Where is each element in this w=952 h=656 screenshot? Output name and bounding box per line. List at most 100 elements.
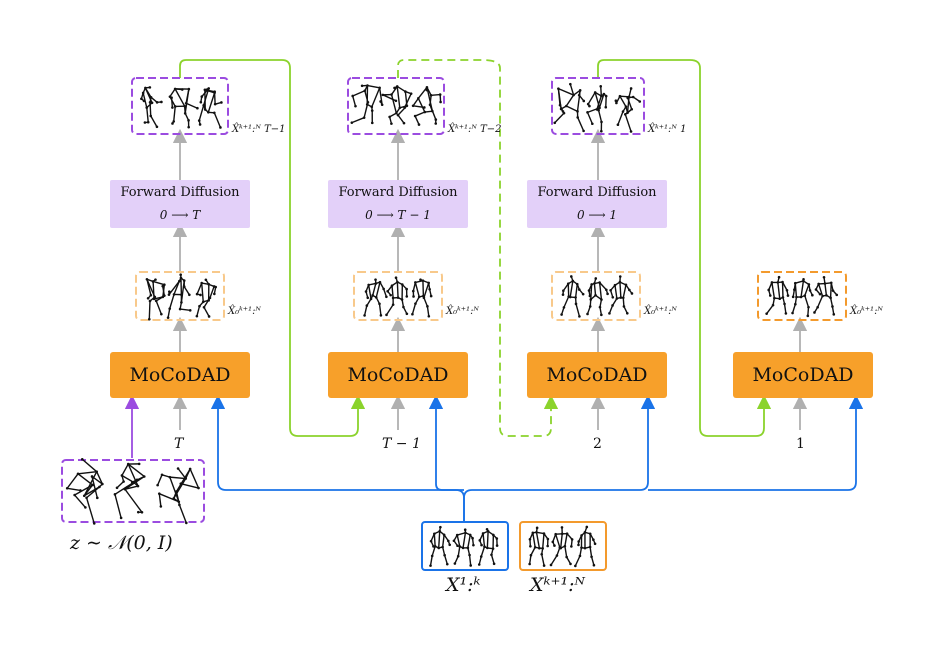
- skeleton-joint: [621, 296, 625, 300]
- skeleton-joint: [480, 543, 483, 547]
- skeleton-joint: [422, 296, 426, 300]
- skeleton-joint: [594, 294, 597, 297]
- skeleton-joint: [363, 89, 367, 93]
- skeleton-joint: [778, 297, 782, 301]
- skeleton-joint: [558, 546, 562, 549]
- blue-connectors: [210, 394, 864, 522]
- skeleton-bone: [478, 556, 482, 565]
- skeleton-bone: [564, 533, 568, 547]
- skeleton-bone: [482, 533, 486, 547]
- skeleton-joint: [391, 296, 395, 300]
- skeleton-joint: [565, 555, 568, 559]
- skeleton-joint: [528, 562, 531, 566]
- forward-diffusion-box-1: Forward Diffusion 0 ⟶ T: [110, 180, 250, 228]
- skeleton-joint: [588, 294, 592, 298]
- skeleton-bone: [795, 280, 804, 284]
- skeleton-bone: [168, 280, 180, 296]
- skeleton-joint: [795, 295, 798, 299]
- skeleton-joint: [187, 119, 190, 122]
- skeleton-bone: [431, 93, 441, 96]
- skeleton-joint: [141, 91, 145, 95]
- skeleton-joint: [616, 123, 620, 127]
- skeleton-joint: [831, 305, 834, 308]
- noisy-label-2: X̂ᵏ⁺¹:ᴺ T−2: [448, 124, 502, 135]
- skeleton-bone: [155, 300, 162, 315]
- skeleton-joint: [567, 295, 570, 298]
- skeleton-joint: [589, 298, 593, 301]
- skeleton-joint: [95, 470, 98, 473]
- skeleton-joint: [590, 283, 593, 286]
- skeleton-joint: [428, 287, 431, 291]
- skeleton-joint: [600, 313, 603, 317]
- skeleton-joint: [438, 529, 442, 533]
- skeleton-joint: [771, 303, 775, 307]
- skeleton-joint: [811, 293, 814, 297]
- skeleton-bone: [363, 305, 368, 316]
- skeleton-joint: [560, 532, 564, 536]
- skeleton-joint: [619, 296, 623, 299]
- skeleton-joint: [591, 122, 594, 126]
- skeleton-bone: [576, 90, 581, 112]
- skeleton-joint: [380, 103, 384, 107]
- skeleton-joint: [626, 111, 629, 115]
- skeleton-joint: [486, 546, 489, 550]
- skeleton-joint: [405, 295, 409, 298]
- skeleton-joint: [587, 289, 591, 292]
- skeleton-joint: [802, 279, 805, 283]
- skeleton-joint: [155, 101, 159, 104]
- skeleton-bone: [594, 92, 601, 109]
- forward-diffusion-box-3: Forward Diffusion 0 ⟶ 1: [527, 180, 667, 228]
- skeleton-joint: [414, 302, 417, 305]
- skeleton-joint: [570, 545, 573, 548]
- skeleton-joint: [171, 106, 174, 109]
- skeleton-bone: [114, 494, 122, 519]
- skeleton-bone: [617, 111, 624, 125]
- skeleton-bone: [831, 306, 835, 315]
- skeleton-joint: [425, 88, 429, 92]
- skeleton-bone: [382, 94, 397, 102]
- skeleton-joint: [439, 100, 442, 104]
- skeleton-bone: [417, 98, 426, 113]
- skeleton-joint: [354, 104, 357, 108]
- skeleton-joint: [175, 490, 178, 493]
- skeleton-joint: [770, 281, 774, 284]
- skeleton-joint: [492, 562, 496, 566]
- skeleton-bone: [209, 286, 215, 299]
- skeleton-joint: [145, 277, 149, 281]
- skeleton-joint: [630, 292, 634, 295]
- skeleton-joint: [154, 299, 158, 303]
- skeleton-joint: [829, 281, 833, 285]
- skeleton-joint: [615, 101, 618, 105]
- green-connectors: [179, 59, 772, 437]
- skeleton-joint: [529, 544, 532, 548]
- skeleton-joint: [478, 539, 482, 542]
- skeleton-bone: [149, 102, 152, 116]
- skeleton-bone: [177, 468, 187, 479]
- skeleton-joint: [369, 297, 373, 301]
- skeleton-joint: [582, 129, 585, 133]
- skeleton-joint: [578, 315, 581, 318]
- skeleton-bone: [807, 307, 810, 316]
- skeleton-joint: [187, 87, 191, 91]
- skeleton-joint: [575, 282, 579, 286]
- skeleton-joint: [495, 544, 499, 547]
- skeleton-joint: [429, 564, 432, 567]
- skeleton-joint: [204, 278, 208, 282]
- skeleton-bone: [414, 115, 420, 125]
- skeleton-joint: [631, 95, 635, 99]
- skeleton-bone: [159, 493, 180, 503]
- skeleton-figures: [65, 82, 839, 568]
- skeleton-joint: [588, 305, 592, 308]
- skeleton-joint: [409, 92, 413, 95]
- skeleton-joint: [629, 87, 633, 90]
- skeleton-joint: [426, 305, 429, 308]
- skeleton-joint: [463, 528, 467, 532]
- skeleton-joint: [166, 316, 170, 319]
- skeleton-joint: [160, 473, 164, 477]
- skeleton-bone: [599, 306, 603, 315]
- skeleton-bone: [372, 283, 377, 296]
- skeleton-bone: [558, 87, 574, 96]
- skeleton-joint: [814, 288, 818, 291]
- skeleton-joint: [366, 84, 369, 87]
